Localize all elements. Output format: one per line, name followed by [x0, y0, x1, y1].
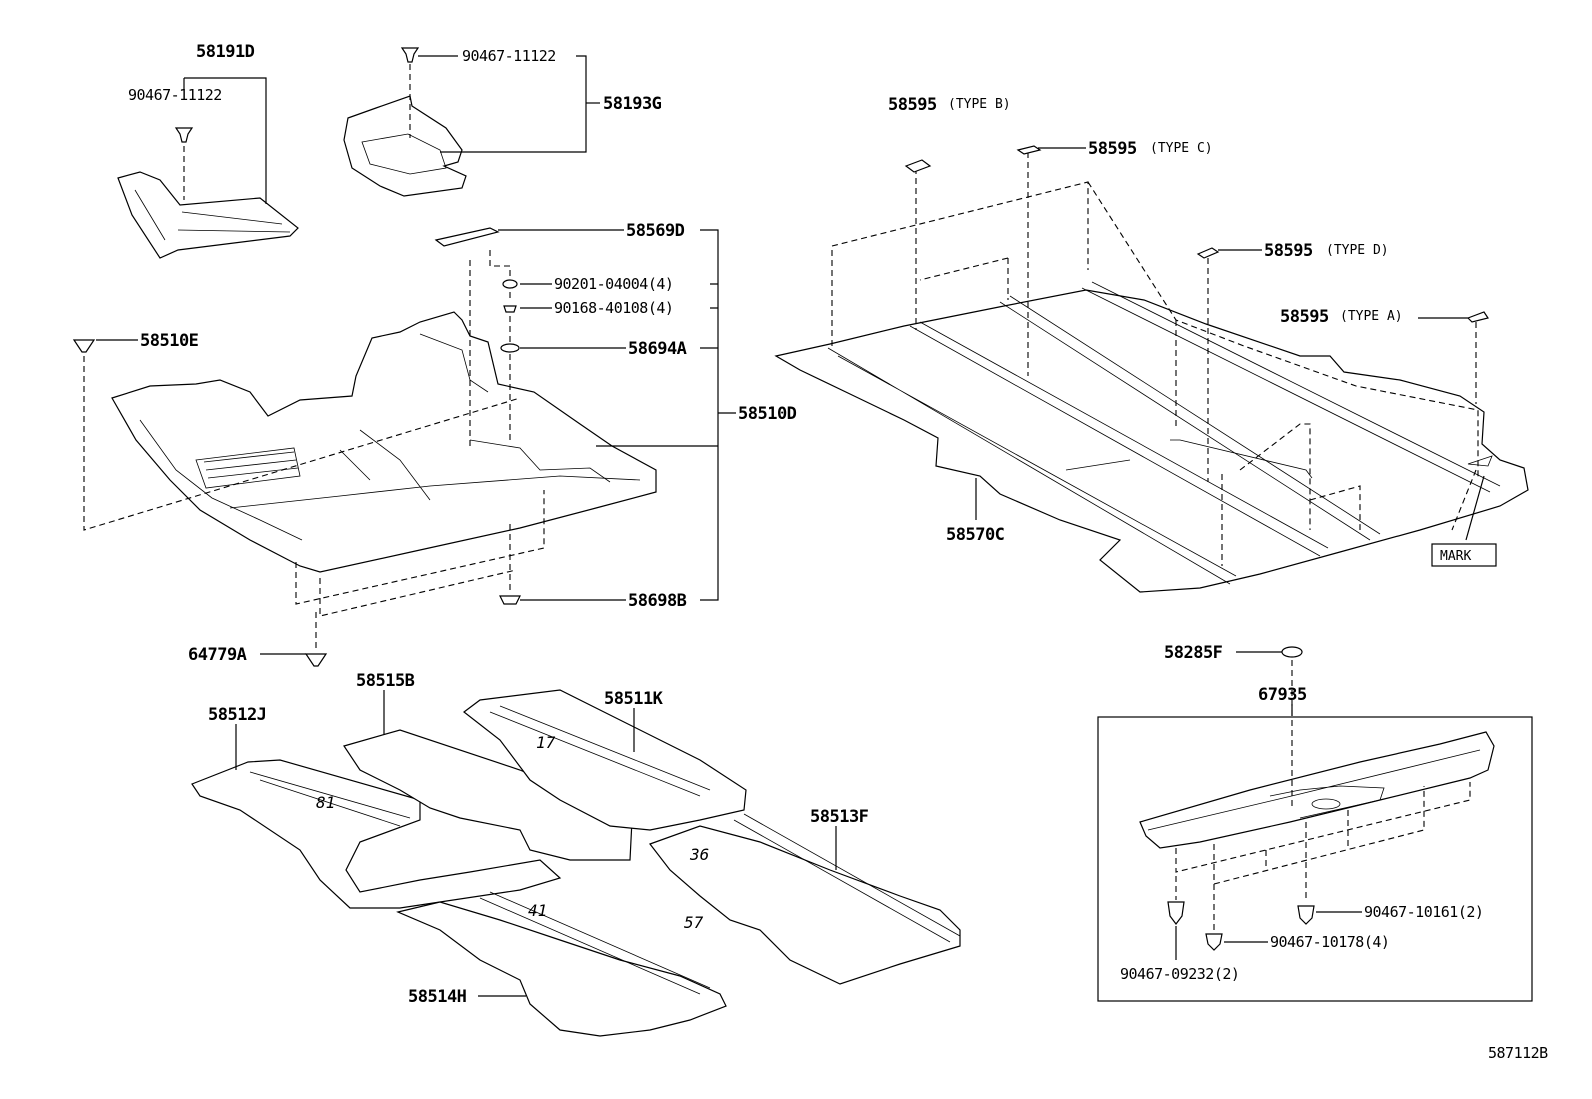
label-type-c: (TYPE C)	[1150, 141, 1213, 156]
svg-text:57: 57	[684, 913, 704, 932]
label-90467-11122-b: 90467-11122	[462, 47, 556, 65]
leader-58191d	[183, 77, 267, 204]
svg-text:17: 17	[536, 733, 556, 752]
floor-mat-58511k: 17	[463, 689, 747, 831]
label-58515b: 58515B	[356, 671, 415, 691]
label-58513f: 58513F	[810, 807, 869, 827]
clip-58698b	[499, 595, 521, 605]
label-58510d: 58510D	[738, 404, 797, 424]
svg-text:81: 81	[316, 793, 335, 812]
leader-58193g	[418, 55, 587, 153]
label-58285f: 58285F	[1164, 643, 1223, 663]
clip-90467-10161	[1297, 905, 1315, 925]
floor-carpet-58510d	[111, 311, 657, 573]
washer-90201	[502, 279, 518, 289]
label-type-b: (TYPE B)	[948, 97, 1011, 112]
mark-box	[1431, 543, 1497, 567]
label-67935: 67935	[1258, 685, 1307, 705]
label-58698b: 58698B	[628, 591, 687, 611]
floor-mat-58513f: 36	[649, 813, 961, 985]
diagram-id: 587112B	[1488, 1044, 1548, 1062]
label-type-d: (TYPE D)	[1326, 243, 1389, 258]
label-58191d: 58191D	[196, 42, 255, 62]
label-58570c: 58570C	[946, 525, 1004, 545]
label-58510e: 58510E	[140, 331, 199, 351]
label-58595-d: 58595	[1264, 241, 1313, 261]
scuff-plate-67935	[1139, 731, 1495, 849]
label-58569d: 58569D	[626, 221, 685, 241]
label-type-a: (TYPE A)	[1340, 309, 1403, 324]
floor-mat-58514h: 41 57	[396, 891, 727, 1037]
clip-90467-11122-a	[174, 127, 194, 143]
label-58511k: 58511K	[604, 689, 664, 709]
label-58514h: 58514H	[408, 987, 467, 1007]
clip-58285f	[1281, 646, 1303, 658]
label-mark: MARK	[1440, 549, 1471, 564]
insulator-58191d	[117, 146, 299, 259]
clip-90467-10178	[1205, 933, 1223, 951]
pad-58595-type-c	[1016, 145, 1042, 155]
clip-58510e	[72, 339, 96, 353]
label-90168-40108: 90168-40108(4)	[554, 299, 673, 317]
insulator-58193g	[343, 95, 467, 197]
screw-90168	[503, 305, 517, 313]
label-64779a: 64779A	[188, 645, 247, 665]
clip-90467-11122-b	[400, 47, 420, 138]
label-90467-11122-a: 90467-11122	[128, 86, 222, 104]
label-90467-10161: 90467-10161(2)	[1364, 903, 1483, 921]
floor-carpet-58570c	[774, 281, 1529, 593]
clip-58694a	[500, 343, 520, 353]
svg-text:41: 41	[528, 901, 547, 920]
pad-58595-type-d	[1196, 247, 1220, 259]
label-58193g: 58193G	[603, 94, 662, 114]
pad-58595-type-a	[1466, 311, 1489, 323]
label-58512j: 58512J	[208, 705, 266, 725]
label-58595-b: 58595	[888, 95, 937, 115]
svg-text:36: 36	[689, 845, 709, 864]
pad-58595-type-b	[904, 159, 932, 173]
label-58595-a: 58595	[1280, 307, 1329, 327]
label-90467-09232: 90467-09232(2)	[1120, 965, 1239, 983]
label-90201-04004: 90201-04004(4)	[554, 275, 673, 293]
label-58595-c: 58595	[1088, 139, 1137, 159]
clip-90467-09232	[1167, 901, 1185, 925]
pad-58569d	[434, 227, 500, 247]
floor-mat-58512j: 81	[191, 759, 562, 909]
scuff-plate-box	[1097, 716, 1533, 1002]
bracket-58510d	[498, 229, 719, 601]
label-58694a: 58694A	[628, 339, 687, 359]
label-90467-10178: 90467-10178(4)	[1270, 933, 1389, 951]
clip-64779a	[304, 653, 328, 667]
